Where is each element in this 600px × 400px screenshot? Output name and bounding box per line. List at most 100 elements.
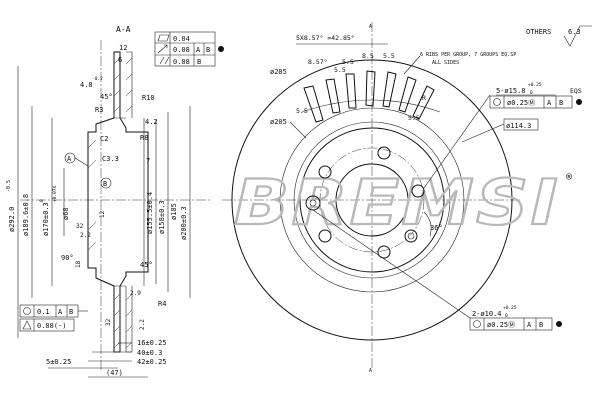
center-bore — [335, 163, 409, 237]
svg-text:5.5: 5.5 — [383, 52, 395, 60]
svg-text:12: 12 — [119, 44, 127, 52]
disc-ring-205 — [279, 107, 465, 293]
disc-hat-outer — [293, 121, 451, 279]
dim-d170-tol-bot: 0 — [39, 199, 45, 202]
svg-text:A: A — [547, 99, 552, 107]
svg-text:5.5: 5.5 — [334, 66, 346, 74]
svg-text:ø0.25Ⓜ: ø0.25Ⓜ — [487, 321, 515, 329]
svg-text:5.5: 5.5 — [342, 58, 354, 66]
dim-d68: ø68 — [62, 207, 70, 220]
svg-text:2.9: 2.9 — [130, 290, 141, 297]
runout-ref-b: B — [206, 46, 210, 54]
svg-text:40±0.3: 40±0.3 — [137, 349, 162, 357]
svg-text:6.3: 6.3 — [568, 28, 581, 36]
svg-text:B: B — [69, 308, 73, 316]
parallelism-symbol — [159, 56, 170, 65]
svg-text:ø285: ø285 — [270, 68, 287, 76]
svg-text:6: 6 — [118, 56, 122, 64]
dim-d200: ø200±0.3 — [180, 206, 188, 240]
svg-text:2.2: 2.2 — [139, 319, 146, 330]
svg-text:+0.25: +0.25 — [528, 82, 542, 88]
dim-d170: ø170±0.3 — [42, 202, 50, 236]
dim-d292-tol: -0.5 — [6, 180, 12, 192]
svg-text:36°: 36° — [430, 224, 443, 232]
svg-text:B: B — [539, 321, 543, 329]
svg-text:7: 7 — [146, 157, 150, 165]
svg-text:16±0.25: 16±0.25 — [137, 339, 167, 347]
svg-text:5-ø15.8: 5-ø15.8 — [496, 87, 526, 95]
tolerance-dot — [218, 46, 224, 52]
svg-text:A: A — [527, 321, 532, 329]
dim-d170-tol-top: +0.074 — [52, 185, 58, 202]
thickness-dimensions: 16±0.25 40±0.3 42±0.25 5±0.25 (47) — [46, 339, 167, 378]
svg-text:A: A — [58, 308, 63, 316]
svg-text:32: 32 — [76, 223, 84, 230]
runout-arrow-icon — [157, 44, 168, 54]
svg-text:+0.25: +0.25 — [503, 305, 517, 311]
svg-text:R3: R3 — [95, 106, 103, 114]
svg-text:0: 0 — [530, 90, 533, 96]
svg-text:90°: 90° — [61, 254, 74, 262]
section-title: A-A — [116, 25, 131, 34]
parallelism-ref: B — [197, 58, 201, 66]
datum-b-marker: B — [100, 177, 112, 189]
diameter-dimensions: ø292.0 -0.5 ø189.6±0.8 ø170±0.3 +0.074 0… — [6, 66, 191, 338]
svg-text:(47): (47) — [106, 369, 123, 377]
svg-text:R: R — [422, 94, 426, 102]
svg-text:45°: 45° — [140, 261, 153, 269]
svg-text:45°: 45° — [100, 93, 113, 101]
svg-text:ø0.25Ⓜ: ø0.25Ⓜ — [507, 99, 535, 107]
svg-text:B: B — [559, 99, 563, 107]
svg-text:6 RIBS PER GROUP, 7 GROUPS EQ.: 6 RIBS PER GROUP, 7 GROUPS EQ.SP — [420, 52, 516, 58]
svg-text:R4: R4 — [158, 300, 166, 308]
svg-text:12: 12 — [99, 210, 106, 218]
rib-annotations: 5X8.57° =42.85° 6 RIBS PER GROUP, 7 GROU… — [270, 34, 516, 139]
hole-callout-2: 36° 2-ø10.4 +0.25 0 ø0.25Ⓜ A B — [312, 209, 562, 331]
section-view: A-A 0.04 0.08 A B 0.08 B — [6, 25, 224, 378]
svg-text:8.57°: 8.57° — [308, 58, 328, 66]
surface-finish-note: OTHERS 6.3 — [526, 25, 592, 47]
svg-text:-0.2: -0.2 — [92, 76, 103, 82]
svg-text:A: A — [67, 155, 72, 163]
svg-text:ø205: ø205 — [270, 118, 287, 126]
brand-registered-mark: ® — [566, 172, 573, 183]
svg-text:OTHERS: OTHERS — [526, 28, 551, 36]
svg-text:4.8: 4.8 — [80, 81, 93, 89]
svg-text:32: 32 — [105, 318, 112, 326]
svg-text:5±0.25: 5±0.25 — [46, 358, 71, 366]
svg-text:42±0.25: 42±0.25 — [137, 358, 167, 366]
hole-callout-5: 5-ø15.8 +0.25 0 EQS ø0.25Ⓜ A B ø114.3 — [423, 82, 582, 189]
svg-text:2-ø10.4: 2-ø10.4 — [472, 310, 502, 318]
svg-text:5.5: 5.5 — [296, 107, 308, 115]
surface-finish-icon — [563, 25, 592, 47]
svg-text:2.2: 2.2 — [80, 232, 91, 239]
svg-text:R10: R10 — [142, 94, 155, 102]
circularity-symbol — [22, 320, 32, 330]
parallelism-value: 0.08 — [173, 58, 190, 66]
section-letter-bottom: A — [369, 368, 372, 374]
svg-text:4.2: 4.2 — [145, 118, 158, 126]
position-symbol — [23, 307, 31, 315]
detail-dimensions: 12 6 4.8 -0.2 45° R3 R10 4.2 R8 C2 C3.3 … — [61, 44, 166, 330]
svg-text:ø114.3: ø114.3 — [506, 122, 531, 130]
svg-text:5X8.57° =42.85°: 5X8.57° =42.85° — [296, 34, 355, 42]
svg-text:R8: R8 — [140, 134, 148, 142]
flatness-symbol — [157, 34, 170, 42]
front-view: A A BREMSI ® — [222, 22, 592, 374]
dim-d185: ø185 — [170, 203, 178, 220]
svg-text:8.5: 8.5 — [362, 52, 374, 60]
svg-text:C3.3: C3.3 — [102, 155, 119, 163]
runout-value: 0.08 — [173, 46, 190, 54]
dim-d292: ø292.0 — [8, 207, 16, 232]
runout-ref-a: A — [196, 46, 201, 54]
section-letter-top: A — [369, 24, 372, 30]
flatness-value: 0.04 — [173, 35, 190, 43]
tolerance-block-top: 0.04 0.08 A B 0.08 B — [154, 31, 224, 67]
svg-text:B: B — [103, 180, 107, 188]
bolt-circle — [319, 147, 425, 253]
svg-text:5.5: 5.5 — [408, 114, 420, 122]
svg-text:0: 0 — [505, 313, 508, 319]
datum-a-marker: A — [64, 152, 89, 167]
dim-d189: ø189.6±0.8 — [22, 194, 30, 236]
